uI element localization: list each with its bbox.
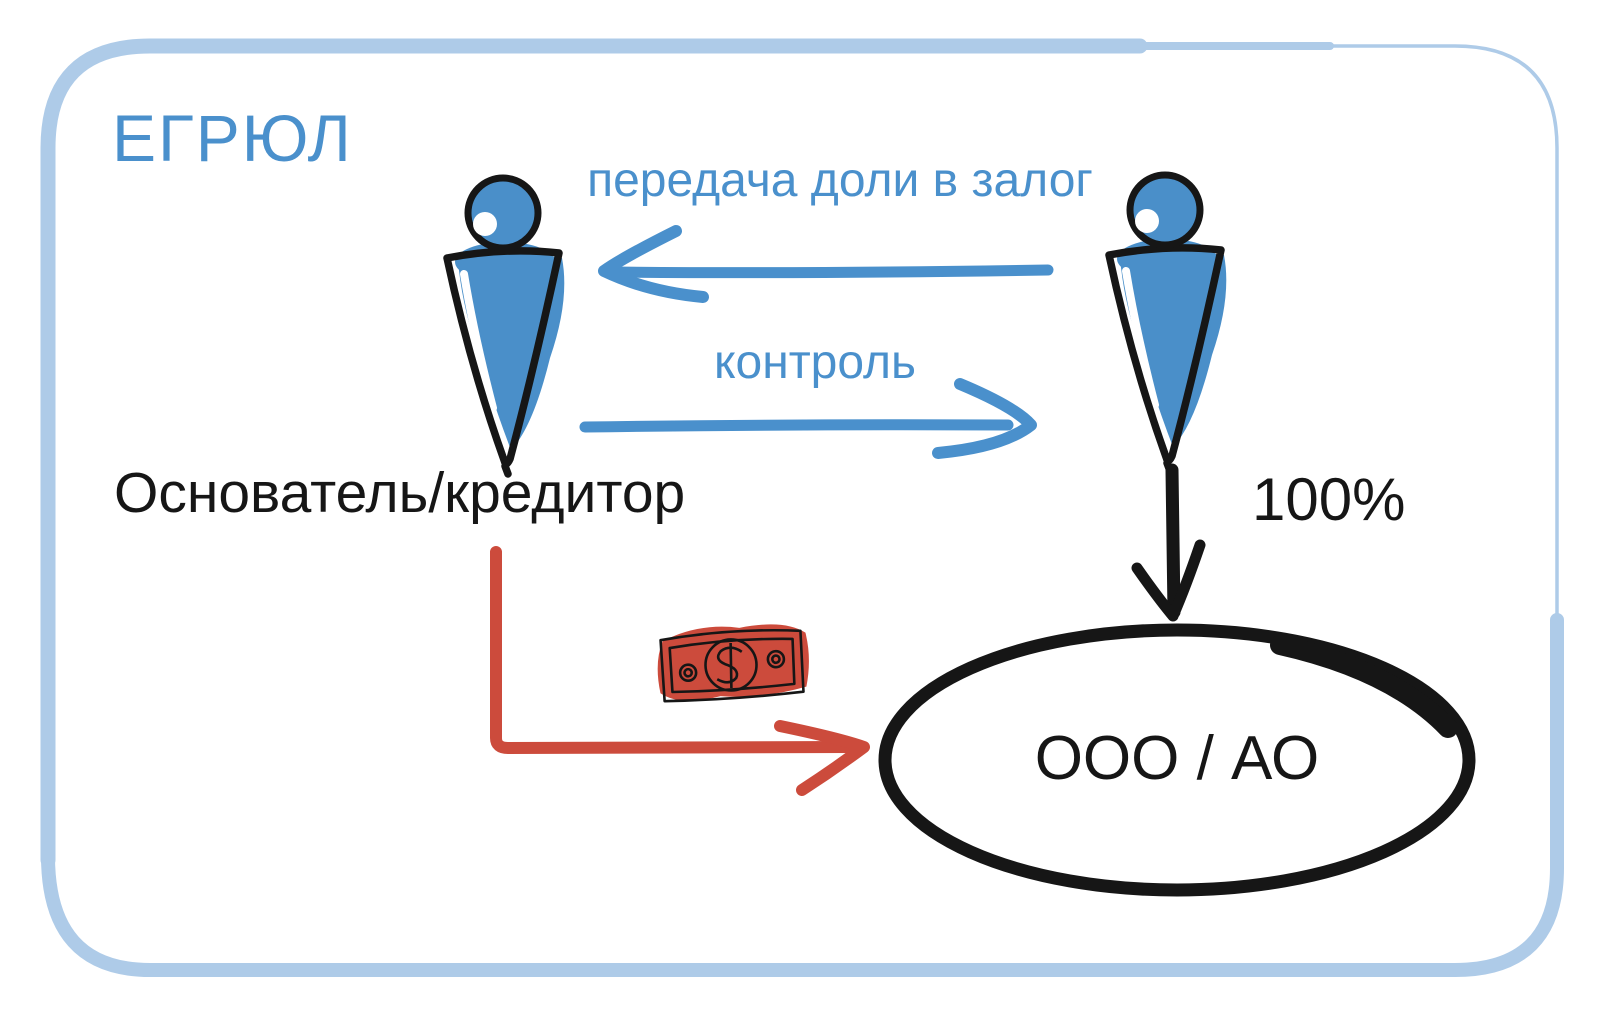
ownership-percentage-label: 100% — [1252, 466, 1406, 533]
ownership-arrow-icon — [1131, 463, 1206, 622]
money-bill-icon — [657, 624, 809, 703]
founder-label: Основатель/кредитор — [114, 461, 686, 525]
control-arrow-label: контроль — [713, 336, 917, 389]
company-ellipse — [878, 623, 1476, 897]
registry-title: ЕГРЮЛ — [112, 101, 353, 175]
control-arrow-icon — [579, 378, 1037, 459]
pledge-arrow-label: передача доли в залог — [587, 154, 1093, 207]
pledge-arrow-icon — [598, 225, 1054, 303]
company-label: ООО / АО — [1034, 724, 1320, 793]
founder-person-icon — [447, 178, 564, 474]
owner-person-icon — [1109, 175, 1226, 471]
frame-border — [40, 38, 1564, 977]
loan-arrow-icon — [490, 546, 870, 796]
